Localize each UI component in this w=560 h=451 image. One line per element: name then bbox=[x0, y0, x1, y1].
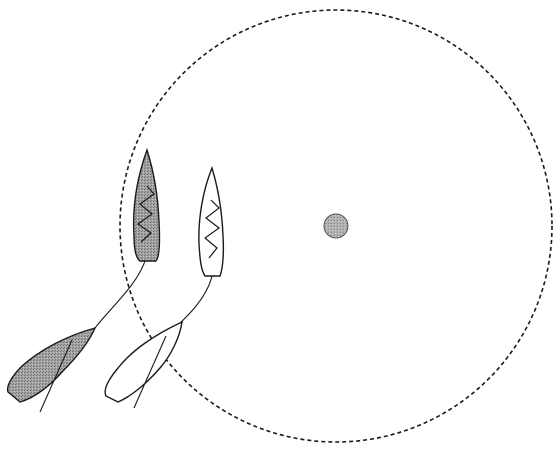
shaded-boat-inside-zone bbox=[134, 150, 160, 261]
shaded-boat-track bbox=[95, 258, 146, 328]
shaded-boat-approaching bbox=[8, 328, 95, 412]
shaded-boat-hull bbox=[134, 150, 160, 261]
shaded-boat-approaching-hull bbox=[8, 328, 95, 402]
hollow-boat-approaching-hull bbox=[105, 322, 182, 402]
hollow-boat-inside-zone bbox=[199, 168, 224, 276]
mark-buoy bbox=[324, 214, 348, 238]
